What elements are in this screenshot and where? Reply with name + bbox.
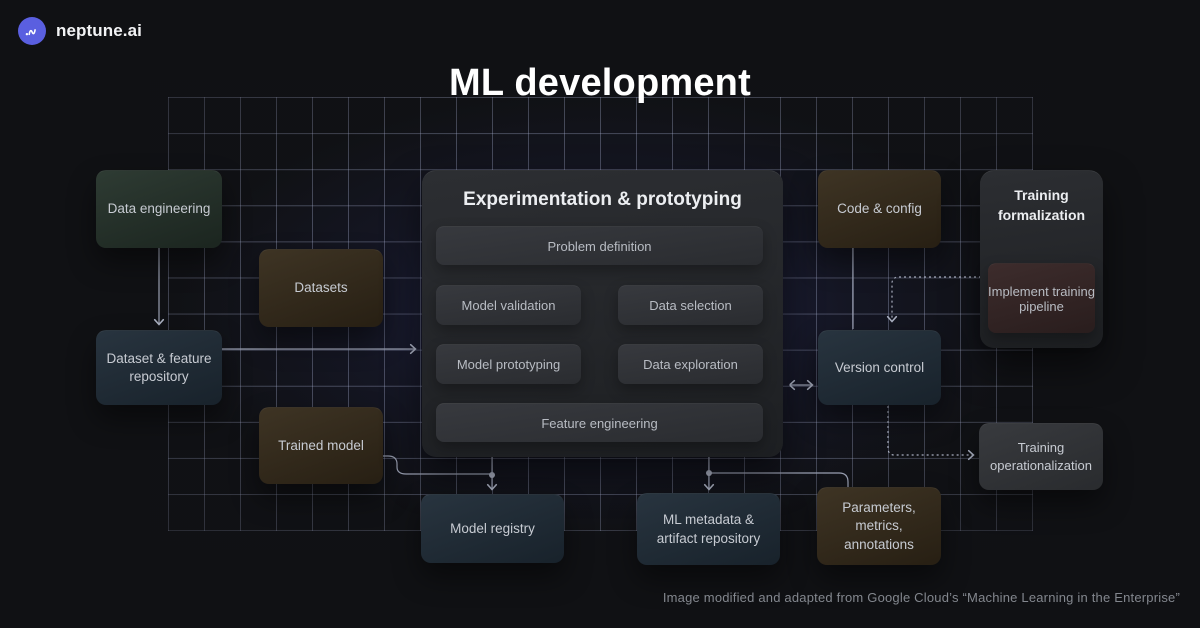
training-formalization-title: Training formalization	[997, 187, 1086, 224]
brand-name: neptune.ai	[56, 21, 143, 40]
node-version-control: Version control	[818, 330, 941, 405]
panel-training-formalization: Training formalization Implement trainin…	[980, 170, 1103, 348]
wire-junction-to-parameters	[709, 472, 849, 487]
attribution-caption: Image modified and adapted from Google C…	[662, 590, 1180, 605]
neptune-logo-icon	[18, 17, 46, 45]
node-data-engineering: Data engineering	[96, 170, 222, 248]
step-model-prototyping: Model prototyping	[436, 344, 581, 384]
step-data-selection: Data selection	[618, 285, 763, 325]
dashed-pipeline-to-versioncontrol	[886, 276, 986, 323]
step-data-exploration: Data exploration	[618, 344, 763, 384]
node-datasets: Datasets	[259, 249, 383, 327]
panel-experimentation: Experimentation & prototyping Problem de…	[422, 170, 783, 457]
step-model-validation: Model validation	[436, 285, 581, 325]
page-title: ML development	[449, 62, 751, 104]
junction-dot-mlmetadata	[706, 470, 712, 476]
wire-trainedmodel-curve	[383, 455, 492, 475]
node-trained-model: Trained model	[259, 407, 383, 484]
experimentation-title: Experimentation & prototyping	[463, 189, 742, 210]
dashed-versioncontrol-to-trainingop	[887, 406, 975, 461]
step-problem-definition: Problem definition	[436, 226, 763, 265]
node-parameters-metrics-annotations: Parameters, metrics, annotations	[817, 487, 941, 565]
junction-dot-modelregistry	[489, 472, 495, 478]
node-training-operationalization: Training operationalization	[979, 423, 1103, 490]
node-model-registry: Model registry	[421, 494, 564, 563]
node-code-config: Code & config	[818, 170, 941, 248]
node-dataset-feature-repository: Dataset & feature repository	[96, 330, 222, 405]
brand: neptune.ai	[18, 17, 142, 45]
step-implement-training-pipeline: Implement training pipeline	[988, 263, 1095, 333]
step-feature-engineering: Feature engineering	[436, 403, 763, 442]
node-ml-metadata-artifact-repository: ML metadata & artifact repository	[637, 493, 780, 565]
